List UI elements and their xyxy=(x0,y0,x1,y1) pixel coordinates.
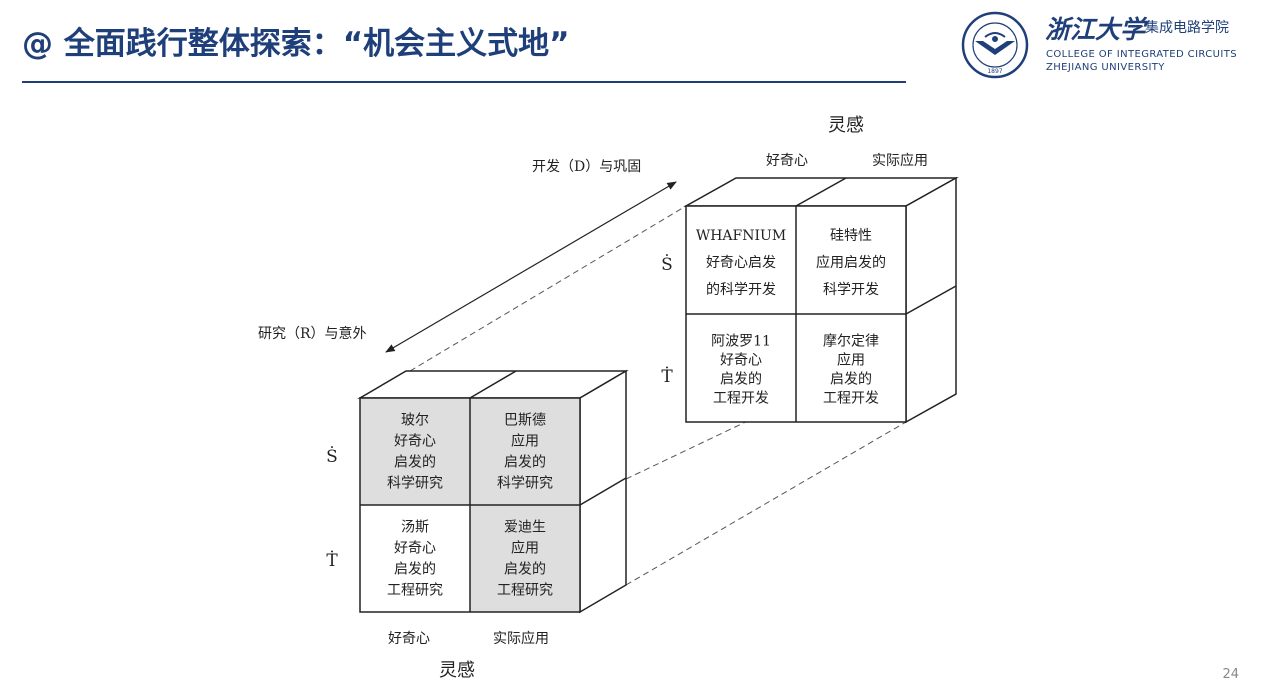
front-cell-text-line: 巴斯德 xyxy=(504,413,546,429)
front-cell-text-line: 科学研究 xyxy=(387,476,443,492)
front-cell-text-line: 好奇心 xyxy=(394,540,436,557)
page-number: 24 xyxy=(1222,667,1239,682)
logo-english-university: ZHEJIANG UNIVERSITY xyxy=(1046,62,1165,73)
front-cell-text-line: 应用 xyxy=(511,540,539,557)
back-row-label: Ṡ xyxy=(661,254,673,275)
front-row-label: Ṫ xyxy=(326,550,338,571)
back-cell-text-line: WHAFNIUM xyxy=(696,228,786,244)
front-cell-background xyxy=(360,505,470,612)
university-seal-icon: 1897 xyxy=(961,11,1029,79)
front-cell-text-line: 启发的 xyxy=(504,562,546,578)
back-cell-text-line: 阿波罗11 xyxy=(711,334,771,350)
back-cell-text-line: 的科学开发 xyxy=(706,282,776,298)
back-cell-text-line: 科学开发 xyxy=(823,282,879,298)
front-col-label: 实际应用 xyxy=(493,630,549,647)
back-cube: 灵感 好奇心 实际应用 Ṡ Ṫ WHAFNIUM好奇心启发的科学开发硅特性应用启… xyxy=(661,115,959,424)
front-cell-text-line: 启发的 xyxy=(394,562,436,578)
back-top-label: 灵感 xyxy=(828,115,864,136)
front-cell-text-line: 好奇心 xyxy=(394,433,436,450)
front-cell-background xyxy=(470,398,580,505)
logo-chinese-name: 浙江大学 xyxy=(1045,15,1146,44)
back-col-label: 好奇心 xyxy=(766,152,808,169)
back-col-label: 实际应用 xyxy=(872,152,928,169)
arrow-label-top: 开发（D）与巩固 xyxy=(532,159,641,175)
front-cell-text-line: 玻尔 xyxy=(401,413,429,429)
seal-year: 1897 xyxy=(987,68,1002,75)
back-cell-text-line: 应用启发的 xyxy=(816,254,886,271)
logo-college-name: 集成电路学院 xyxy=(1145,20,1229,36)
back-cell-text-line: 摩尔定律 xyxy=(823,333,879,350)
back-cell-text-line: 工程开发 xyxy=(713,391,769,407)
logo-english-college: COLLEGE OF INTEGRATED CIRCUITS xyxy=(1046,49,1237,60)
back-cell-text-line: 应用 xyxy=(837,352,865,369)
back-cell-text-line: 启发的 xyxy=(720,372,762,388)
front-cell-text-line: 科学研究 xyxy=(497,476,553,492)
page-title: @ 全面践行整体探索：“机会主义式地” xyxy=(22,26,570,62)
front-cell-text-line: 汤斯 xyxy=(401,520,429,536)
front-cell-text-line: 启发的 xyxy=(504,455,546,471)
front-cell-background xyxy=(470,505,580,612)
back-row-label: Ṫ xyxy=(661,366,673,387)
front-cell-text-line: 应用 xyxy=(511,433,539,450)
front-cell-text-line: 启发的 xyxy=(394,455,436,471)
front-cell-text-line: 工程研究 xyxy=(387,583,443,599)
back-cell-text-line: 好奇心 xyxy=(720,352,762,369)
front-cell-text-line: 爱迪生 xyxy=(504,520,546,536)
arrow-label-bottom: 研究（R）与意外 xyxy=(258,325,367,342)
front-cell-background xyxy=(360,398,470,505)
back-cell-text-line: 工程开发 xyxy=(823,391,879,407)
rd-axis-arrow xyxy=(385,181,677,353)
front-col-label: 好奇心 xyxy=(388,630,430,647)
front-cube: Ṡ Ṫ 好奇心 实际应用 灵感 玻尔好奇心启发的科学研究巴斯德应用启发的科学研究… xyxy=(326,369,629,681)
front-cell-text-line: 工程研究 xyxy=(497,583,553,599)
back-cell-text-line: 好奇心启发 xyxy=(706,254,776,271)
back-cell-text-line: 启发的 xyxy=(830,372,872,388)
title-underline xyxy=(22,81,906,83)
back-cell-text-line: 硅特性 xyxy=(830,228,872,244)
front-bottom-label: 灵感 xyxy=(439,660,475,681)
front-row-label: Ṡ xyxy=(326,446,338,467)
